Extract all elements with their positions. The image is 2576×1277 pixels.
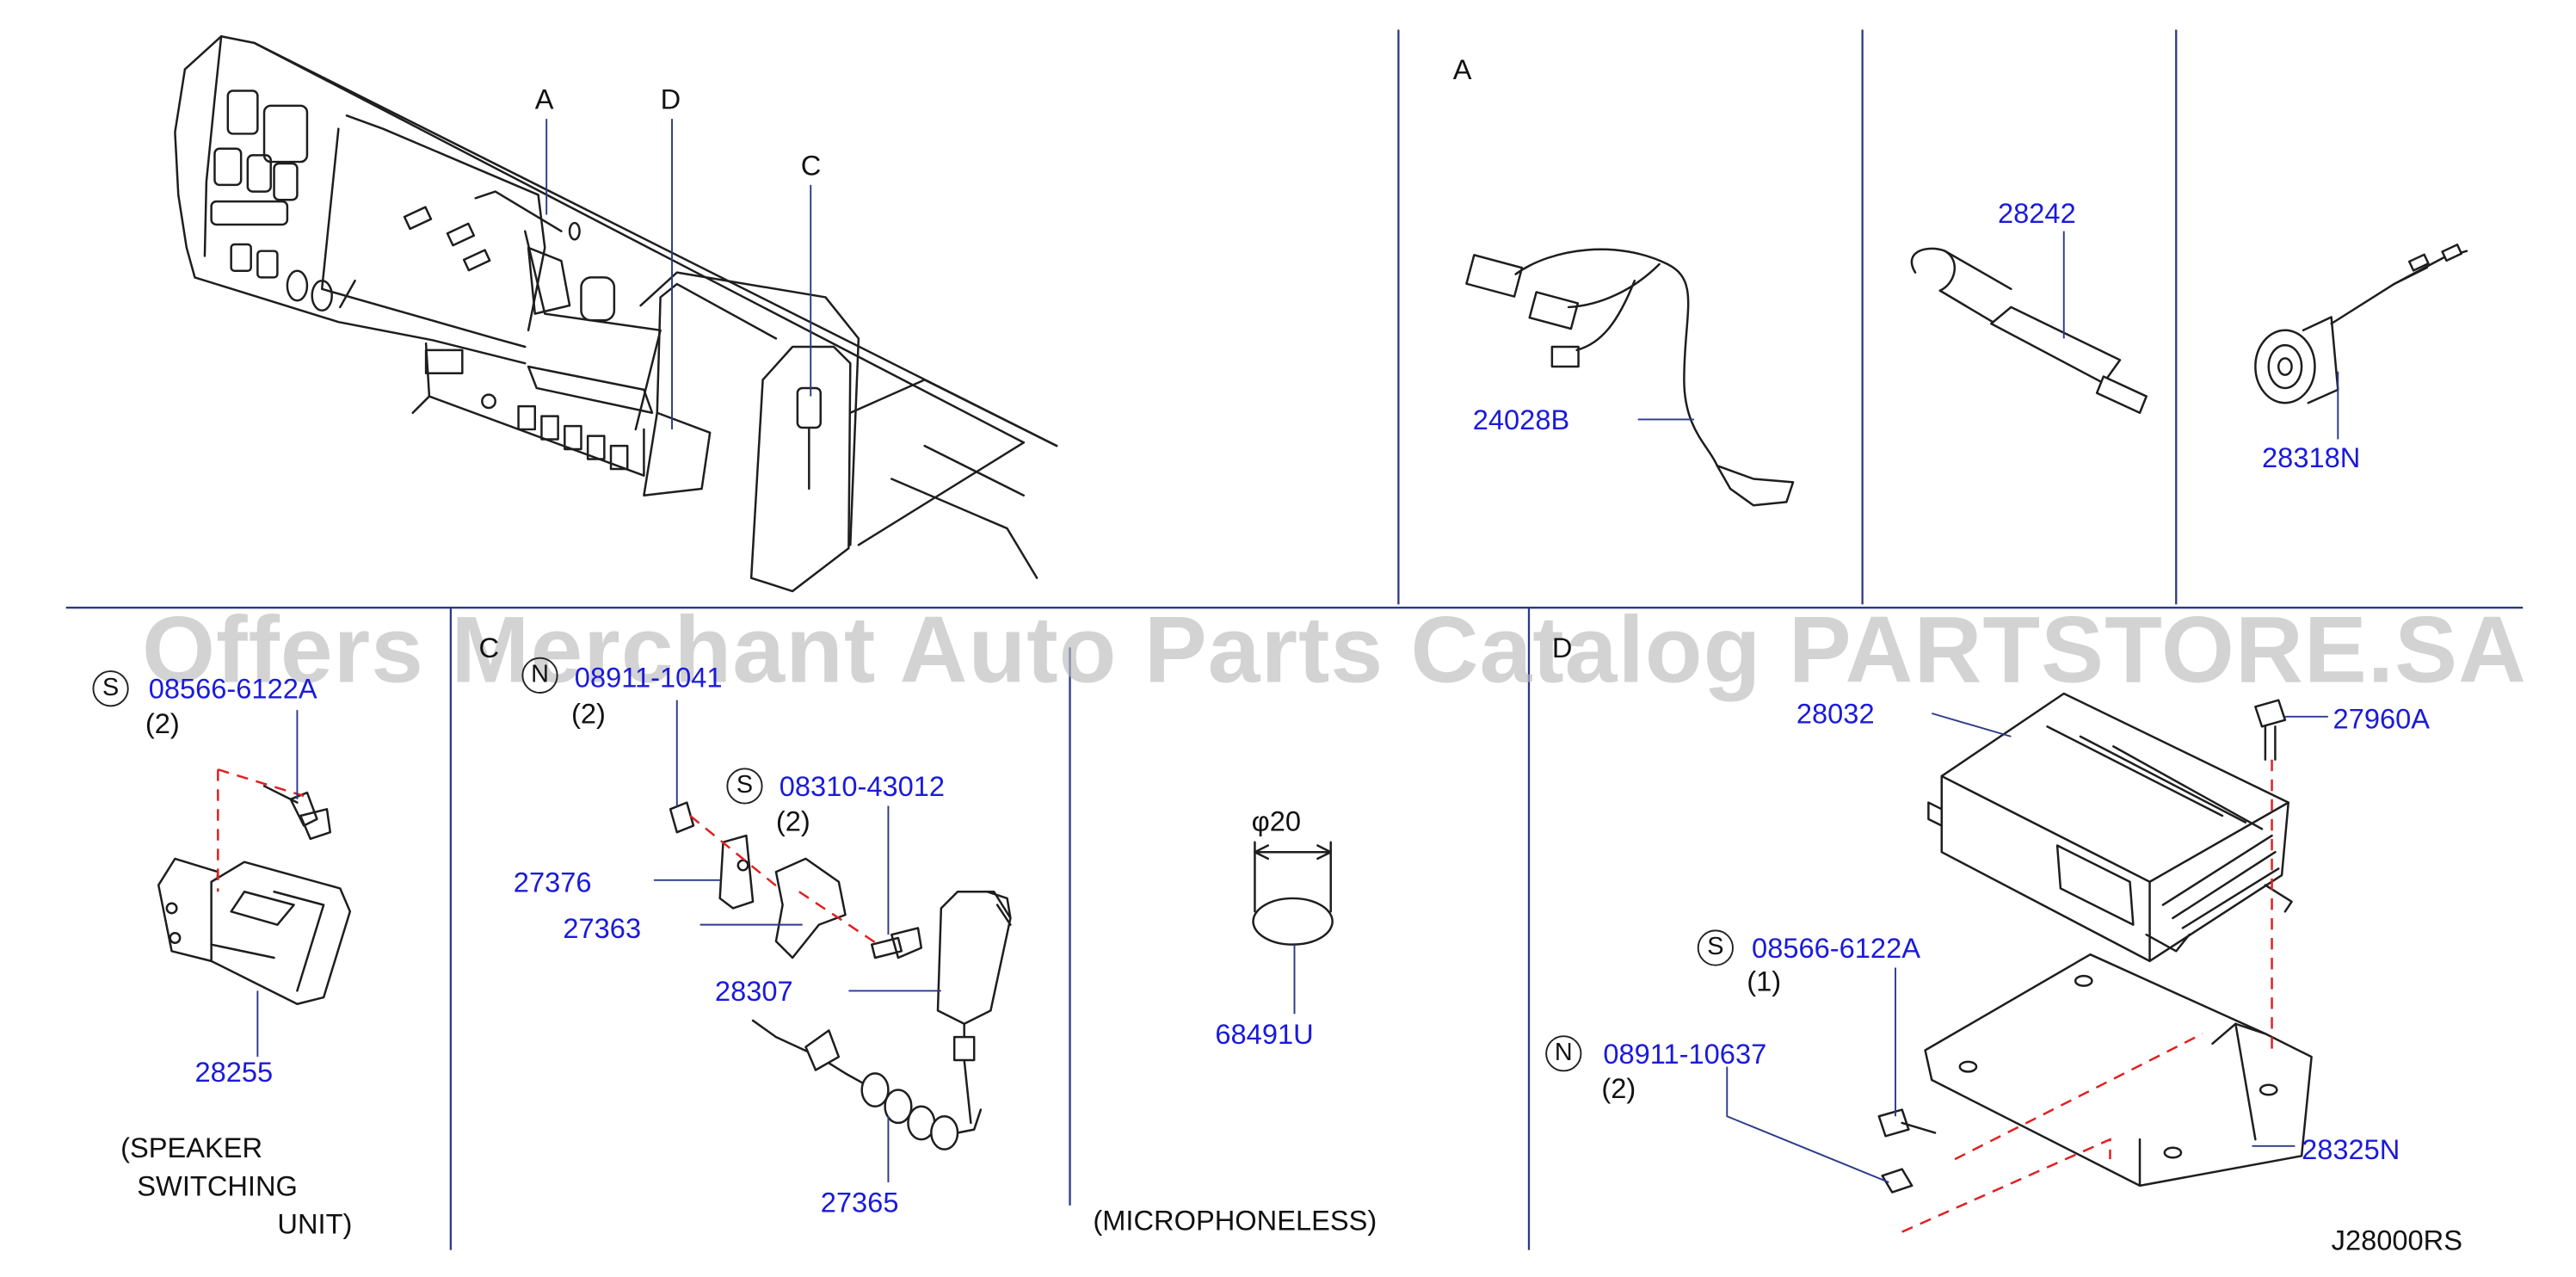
- speaker-switch-28255-drawing: [157, 785, 352, 1005]
- callout-c: C: [800, 150, 822, 182]
- part-08566-6122a-right[interactable]: 08566-6122A: [1752, 933, 1920, 965]
- microphone-28307-drawing: [669, 801, 1012, 1151]
- note-speaker-line1: (SPEAKER: [120, 1132, 263, 1164]
- part-28325n[interactable]: 28325N: [2302, 1134, 2400, 1166]
- section-a-letter: A: [1452, 54, 1472, 86]
- section-dividers: [65, 29, 2524, 1250]
- callout-a: A: [534, 83, 554, 116]
- part-27376[interactable]: 27376: [513, 867, 592, 898]
- callout-d: D: [660, 83, 681, 116]
- diagram-code: J28000RS: [2331, 1225, 2462, 1257]
- bracket-28325n-drawing: [1924, 953, 2313, 1188]
- switch-28318n-drawing: [2254, 244, 2468, 404]
- qty-nut-d: (2): [1601, 1073, 1636, 1105]
- part-27960a[interactable]: 27960A: [2333, 703, 2431, 735]
- part-08911-10637[interactable]: 08911-10637: [1603, 1039, 1767, 1070]
- part-27365[interactable]: 27365: [820, 1187, 899, 1219]
- plug-68491u-drawing: [1252, 841, 1334, 946]
- amplifier-28032-drawing: [1927, 692, 2293, 963]
- section-c-letter: C: [478, 632, 500, 664]
- marker-n-c: N: [521, 657, 558, 694]
- guide-left-top: [217, 768, 305, 798]
- part-28307[interactable]: 28307: [714, 976, 793, 1008]
- part-27363[interactable]: 27363: [563, 913, 642, 945]
- guide-mic-screw: [798, 891, 879, 946]
- part-68491u[interactable]: 68491U: [1215, 1019, 1314, 1051]
- part-08566-6122a-left[interactable]: 08566-6122A: [148, 673, 317, 706]
- overview-callout-leaders: [545, 119, 812, 429]
- dashboard-overview-drawing: [174, 34, 1058, 593]
- harness-24028b-drawing: [1465, 248, 1795, 507]
- marker-n-d: N: [1545, 1035, 1582, 1072]
- part-28032[interactable]: 28032: [1796, 698, 1875, 731]
- part-24028b[interactable]: 24028B: [1472, 404, 1570, 436]
- qty-screw-c: (2): [775, 805, 810, 837]
- watermark-text: Offers Merchant Auto Parts Catalog PARTS…: [142, 597, 2528, 704]
- qty-left-screw: (2): [145, 708, 180, 740]
- note-phi20: φ20: [1251, 805, 1302, 837]
- guide-d-nut: [1901, 1138, 2111, 1233]
- leader-28032: [1931, 713, 2012, 737]
- note-speaker-line3: UNIT): [277, 1208, 353, 1241]
- part-28318n[interactable]: 28318N: [2262, 442, 2361, 474]
- section-d-letter: D: [1551, 632, 1573, 664]
- fasteners-d-drawing: [1877, 699, 2287, 1194]
- marker-s-c: S: [726, 768, 763, 805]
- part-28255[interactable]: 28255: [194, 1057, 274, 1089]
- guide-d-screw: [1954, 1033, 2203, 1161]
- qty-screw-d: (1): [1747, 965, 1782, 998]
- antenna-feeder-28242-drawing: [1910, 247, 2148, 414]
- part-08911-1041x[interactable]: 08911-1041: [574, 662, 723, 694]
- note-microphoneless: (MICROPHONELESS): [1093, 1205, 1377, 1237]
- marker-s-left: S: [92, 670, 129, 707]
- part-28242[interactable]: 28242: [1997, 198, 2076, 230]
- qty-nut-c: (2): [570, 698, 606, 731]
- marker-s-d: S: [1697, 929, 1734, 966]
- leader-08911-d: [1726, 1066, 1889, 1183]
- note-speaker-line2: SWITCHING: [137, 1170, 298, 1203]
- part-08310-43012[interactable]: 08310-43012: [779, 771, 946, 803]
